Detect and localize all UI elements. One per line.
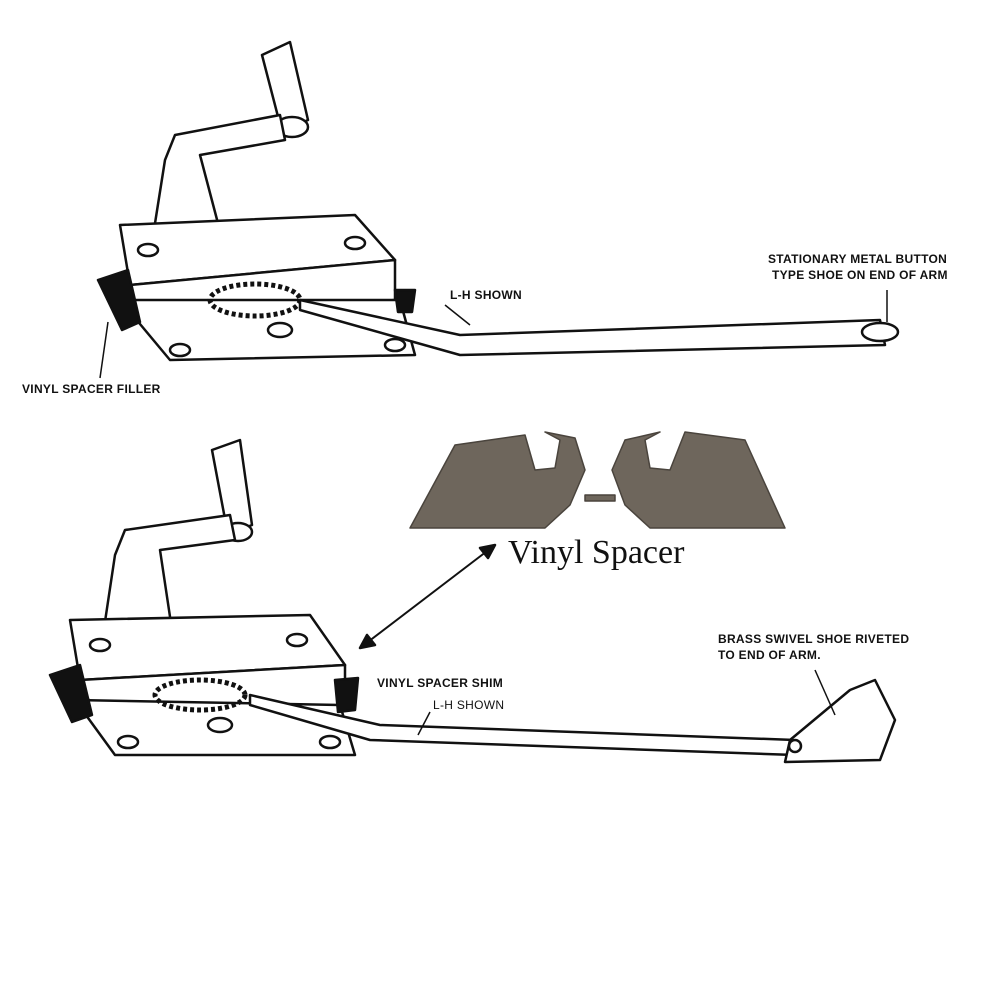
label-button-shoe-line2: TYPE SHOE ON END OF ARM	[772, 268, 948, 282]
spacer-left-piece	[409, 431, 586, 529]
top-button-shoe	[860, 321, 900, 343]
spacer-right-piece	[611, 431, 786, 529]
label-vinyl-spacer-shim: VINYL SPACER SHIM	[377, 676, 504, 690]
top-arm	[298, 298, 887, 357]
label-button-shoe-line1: STATIONARY METAL BUTTON	[768, 252, 948, 266]
bottom-operator	[48, 438, 897, 764]
bottom-brass-swivel-shoe	[783, 678, 897, 764]
top-crank-handle	[260, 40, 310, 134]
photo-caption: Vinyl Spacer	[508, 534, 685, 571]
bottom-crank-handle	[210, 438, 254, 537]
top-vinyl-spacer-filler	[96, 268, 142, 332]
label-top-lh-shown: L-H SHOWN	[450, 288, 523, 302]
bottom-vinyl-spacer-shim	[333, 676, 360, 714]
bottom-vinyl-filler	[48, 663, 94, 724]
label-bottom-lh-shown: L-H SHOWN	[433, 698, 505, 712]
spacer-pointer-arrow	[359, 544, 496, 649]
vinyl-spacer-photo	[409, 431, 786, 529]
top-operator	[96, 40, 900, 379]
label-vinyl-spacer-filler: VINYL SPACER FILLER	[22, 382, 161, 396]
label-brass-shoe-line1: BRASS SWIVEL SHOE RIVETED	[718, 632, 910, 646]
label-brass-shoe-line2: TO END OF ARM.	[718, 648, 821, 662]
